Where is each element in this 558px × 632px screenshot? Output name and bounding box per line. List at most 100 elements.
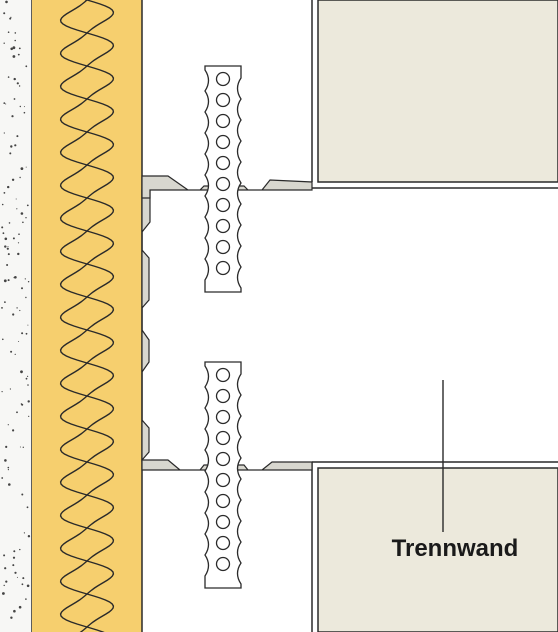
render-speckle	[8, 483, 11, 486]
render-speckle	[13, 609, 16, 613]
render-speckle	[9, 17, 12, 20]
render-speckle	[16, 82, 19, 85]
render-speckle	[4, 301, 6, 303]
render-speckle	[12, 564, 15, 567]
render-speckles	[1, 0, 31, 619]
mortar-joint-vertical	[141, 189, 151, 462]
render-speckle	[3, 279, 7, 283]
render-speckle	[5, 0, 8, 4]
block-bottom-face	[317, 467, 558, 632]
render-speckle	[3, 554, 6, 557]
render-speckle	[22, 577, 25, 580]
render-speckle	[7, 253, 10, 256]
render-speckle	[21, 332, 24, 335]
tie-perforation-hole	[215, 556, 231, 572]
tie-perforation-hole	[215, 239, 231, 255]
render-speckle	[3, 12, 6, 15]
tie-perforation-hole	[215, 197, 231, 213]
render-speckle	[4, 237, 8, 241]
tie-perforation-hole	[215, 134, 231, 150]
render-speckle	[27, 384, 29, 386]
render-speckle	[7, 279, 10, 282]
render-speckle	[17, 53, 20, 56]
render-speckle	[1, 477, 4, 479]
render-speckle	[14, 353, 16, 355]
render-speckle	[1, 226, 4, 229]
render-speckle	[5, 580, 8, 583]
render-speckle	[25, 217, 27, 219]
perforated-wall-tie-top	[204, 65, 242, 293]
render-speckle	[10, 47, 13, 51]
render-speckle	[13, 77, 16, 81]
render-speckle	[18, 85, 21, 87]
render-speckle	[13, 98, 16, 100]
render-speckle	[12, 429, 15, 432]
partition-wall-label: Trennwand	[392, 535, 519, 562]
render-speckle	[21, 583, 24, 586]
render-speckle	[12, 237, 15, 240]
render-speckle	[28, 415, 30, 417]
render-speckle	[7, 246, 9, 247]
render-speckle	[19, 176, 21, 179]
render-speckle	[1, 203, 4, 206]
tie-perforation-hole	[215, 430, 231, 446]
insulation-wave-left	[59, 0, 115, 632]
render-speckle	[7, 185, 10, 189]
render-speckle	[11, 178, 15, 181]
render-speckle	[6, 264, 9, 266]
render-speckle	[18, 341, 20, 342]
render-speckle	[3, 132, 5, 134]
render-speckle	[23, 106, 25, 108]
render-speckle	[25, 166, 27, 168]
tie-perforation-hole	[215, 113, 231, 129]
render-speckle	[25, 296, 27, 299]
partition-wall-block-bottom	[311, 461, 558, 632]
tie-perforation-hole	[215, 71, 231, 87]
tie-perforation-hole	[215, 155, 231, 171]
render-speckle	[19, 548, 21, 551]
render-speckle	[1, 391, 3, 393]
render-speckle	[21, 287, 23, 290]
tie-perforation-hole	[215, 535, 231, 551]
render-speckle	[27, 324, 29, 326]
render-speckle	[10, 16, 12, 18]
render-speckle	[7, 466, 10, 469]
render-speckle	[7, 424, 9, 426]
render-speckle	[26, 506, 29, 509]
render-speckle	[2, 338, 4, 341]
render-speckle	[18, 233, 20, 235]
render-speckle	[5, 445, 8, 448]
tie-perforation-hole	[215, 260, 231, 276]
render-speckle	[18, 605, 22, 609]
render-speckle	[25, 377, 28, 380]
render-fill	[0, 0, 32, 632]
render-speckle	[22, 446, 24, 448]
perforated-wall-tie-bottom	[204, 361, 242, 589]
render-speckle	[20, 403, 23, 405]
insulation-layer	[32, 0, 143, 632]
render-speckle	[25, 65, 28, 68]
tie-perforation-hole	[215, 409, 231, 425]
render-speckle	[9, 388, 11, 390]
tie-perforation-hole	[215, 176, 231, 192]
render-speckle	[12, 55, 16, 58]
render-speckle	[15, 198, 17, 200]
insulation-wave-right	[59, 0, 115, 632]
render-speckle	[17, 252, 20, 256]
render-speckle	[12, 556, 16, 559]
exterior-render-layer	[0, 0, 33, 632]
render-speckle	[25, 332, 28, 335]
render-speckle	[27, 375, 29, 377]
render-speckle	[7, 76, 10, 78]
render-speckle	[2, 232, 5, 235]
render-speckle	[20, 212, 24, 215]
render-speckle	[19, 309, 21, 312]
render-speckle	[13, 550, 16, 553]
render-speckle	[3, 584, 5, 587]
render-speckle	[9, 152, 12, 155]
render-speckle	[2, 592, 5, 595]
render-speckle	[14, 571, 17, 574]
render-speckle	[21, 493, 24, 496]
tie-perforation-hole	[215, 218, 231, 234]
tie-perforation-hole	[215, 451, 231, 467]
